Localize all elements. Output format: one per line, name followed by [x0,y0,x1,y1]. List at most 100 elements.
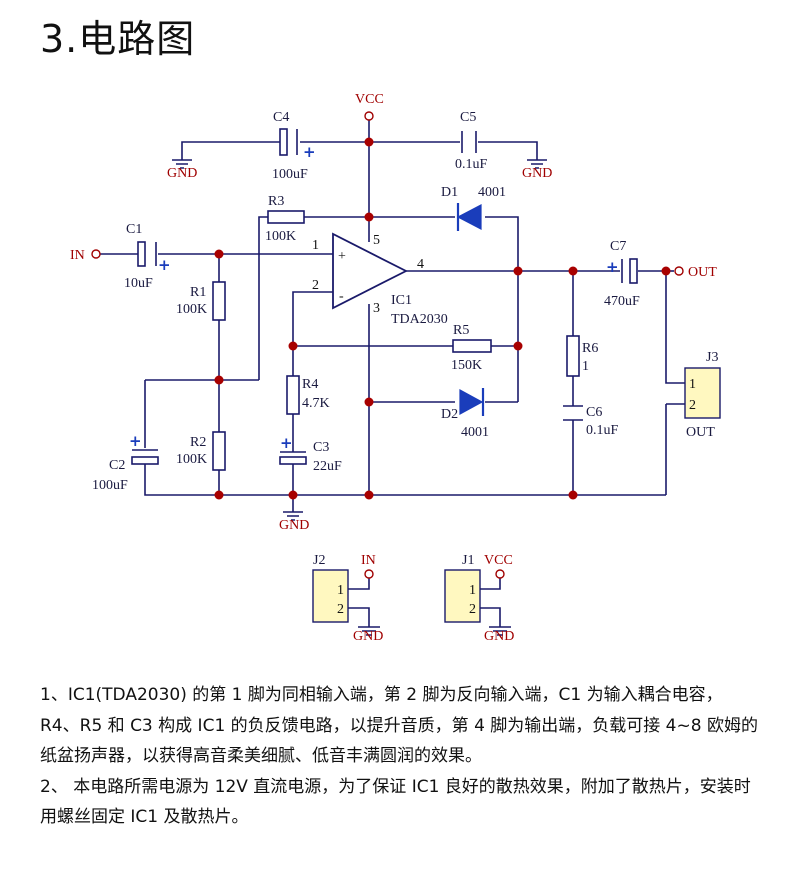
svg-text:+: + [158,256,171,274]
svg-text:-: - [339,289,344,304]
junction-dot [364,137,374,147]
section-number: 3. [40,17,79,61]
gnd-symbol-main: GND [279,511,309,533]
resistor-r2: R2 100K [176,431,226,471]
capacitor-c6: C6 0.1uF [563,405,619,438]
svg-text:470uF: 470uF [604,294,640,309]
junction-dot [364,397,374,407]
connector-j1: J1 1 2 VCC GND [444,553,514,644]
diode-d2: D2 4001 [441,388,489,440]
page-title: 3.电路图 [40,14,195,64]
capacitor-c7: + C7 470uF [604,239,640,309]
svg-text:GND: GND [353,629,383,644]
svg-text:5: 5 [373,233,380,248]
section-title: 电路图 [78,17,196,61]
svg-text:100uF: 100uF [92,478,128,493]
circuit-schematic: VCC GND GND GND IN OUT + - 1 2 3 4 5 IC1… [70,92,721,644]
svg-text:10uF: 10uF [124,276,153,291]
svg-text:4.7K: 4.7K [302,396,330,411]
ic1-amplifier: + - 1 2 3 4 5 IC1 TDA2030 [312,232,448,327]
junction-dot [661,266,671,276]
svg-text:IN: IN [361,553,376,568]
description: 1、IC1(TDA2030) 的第 1 脚为同相输入端，第 2 脚为反向输入端，… [40,680,760,833]
svg-text:TDA2030: TDA2030 [391,312,448,327]
svg-text:GND: GND [522,166,552,181]
description-paragraph: 1、IC1(TDA2030) 的第 1 脚为同相输入端，第 2 脚为反向输入端，… [40,685,758,766]
svg-text:4: 4 [417,257,424,272]
resistor-r4: R4 4.7K [286,375,330,415]
svg-text:C6: C6 [586,405,602,420]
connector-j3: J3 1 2 OUT [684,350,721,440]
junction-dot [288,490,298,500]
svg-text:100K: 100K [176,452,207,467]
svg-text:C4: C4 [273,110,289,125]
capacitor-c5: C5 0.1uF [455,110,488,172]
svg-text:+: + [338,249,346,264]
capacitor-c4: + C4 100uF [272,110,316,182]
svg-text:150K: 150K [451,358,482,373]
svg-text:R1: R1 [190,285,206,300]
svg-text:C2: C2 [109,458,125,473]
svg-text:VCC: VCC [355,92,384,107]
svg-text:IC1: IC1 [391,293,412,308]
junction-dot [364,212,374,222]
in-port: IN [70,248,101,263]
out-port: OUT [674,265,717,280]
svg-text:J1: J1 [462,553,474,568]
svg-text:1: 1 [582,359,589,374]
junction-dot [513,266,523,276]
svg-text:R3: R3 [268,194,284,209]
svg-text:+: + [606,258,619,276]
svg-text:+: + [129,432,142,450]
svg-text:1: 1 [312,238,319,253]
description-paragraph: 2、 本电路所需电源为 12V 直流电源，为了保证 IC1 良好的散热效果，附加… [40,776,751,828]
svg-text:C5: C5 [460,110,476,125]
svg-text:D2: D2 [441,407,458,422]
svg-text:100K: 100K [176,302,207,317]
svg-text:2: 2 [312,278,319,293]
connector-j2: J2 1 2 IN GND [312,553,383,644]
resistor-r6: R6 1 [566,335,598,377]
junction-dot [364,490,374,500]
svg-text:J2: J2 [313,553,325,568]
svg-text:+: + [303,143,316,161]
junction-dot [288,341,298,351]
svg-text:R6: R6 [582,341,598,356]
svg-text:22uF: 22uF [313,459,342,474]
junction-dot [214,249,224,259]
svg-text:+: + [280,434,293,452]
gnd-symbol-c5: GND [522,159,552,181]
resistor-r3: R3 100K [265,194,305,244]
svg-text:0.1uF: 0.1uF [586,423,619,438]
svg-text:J3: J3 [706,350,718,365]
svg-text:4001: 4001 [478,185,506,200]
svg-text:R2: R2 [190,435,206,450]
junction-dot [568,490,578,500]
svg-text:1: 1 [469,583,476,598]
capacitor-c3: + C3 22uF [279,434,342,474]
svg-text:100K: 100K [265,229,296,244]
svg-text:IN: IN [70,248,85,263]
resistor-r1: R1 100K [176,281,226,321]
svg-text:4001: 4001 [461,425,489,440]
diode-d1: D1 4001 [441,185,506,231]
svg-text:0.1uF: 0.1uF [455,157,488,172]
gnd-symbol-c4: GND [167,159,197,181]
capacitor-c1: + C1 10uF [124,222,171,291]
svg-text:D1: D1 [441,185,458,200]
svg-text:C7: C7 [610,239,626,254]
svg-text:OUT: OUT [688,265,717,280]
junction-dots [214,137,671,500]
svg-text:OUT: OUT [686,425,715,440]
junction-dot [513,341,523,351]
resistor-r5: R5 150K [451,323,492,373]
svg-text:R4: R4 [302,377,318,392]
svg-text:C3: C3 [313,440,329,455]
capacitor-c2: + C2 100uF [92,432,159,493]
svg-text:GND: GND [484,629,514,644]
svg-text:100uF: 100uF [272,167,308,182]
junction-dot [568,266,578,276]
svg-text:1: 1 [689,377,696,392]
svg-text:2: 2 [337,602,344,617]
svg-text:3: 3 [373,301,380,316]
